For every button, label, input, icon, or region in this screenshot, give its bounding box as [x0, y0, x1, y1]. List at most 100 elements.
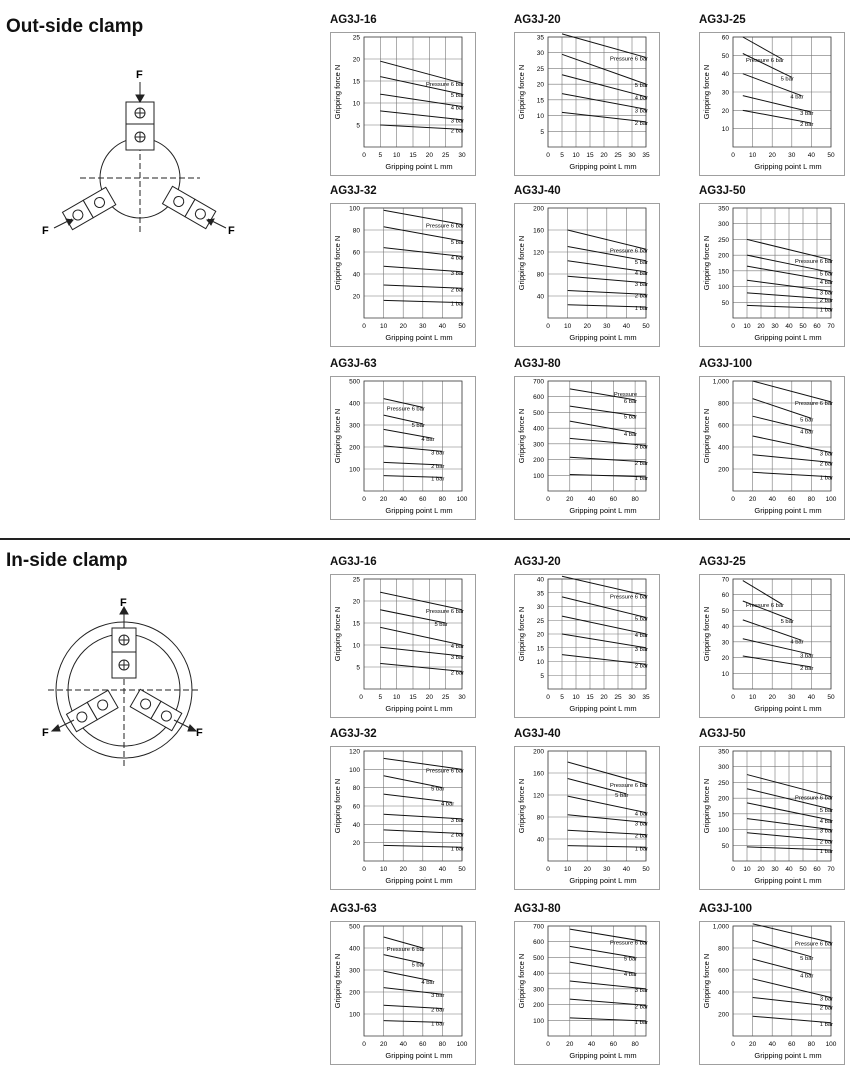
series-label: 4 bar — [635, 812, 648, 818]
x-axis-label: Gripping point L mm — [754, 1051, 821, 1060]
y-axis-label: Gripping force N — [333, 409, 342, 464]
x-tick-label: 10 — [380, 323, 388, 330]
x-tick-label: 0 — [731, 1041, 735, 1048]
series-line — [561, 615, 647, 635]
x-tick-label: 25 — [442, 152, 450, 159]
inside-clamp-diagram: F F F — [28, 596, 248, 776]
series-line — [746, 832, 832, 842]
series-line — [742, 53, 793, 78]
x-tick-label: 30 — [419, 323, 427, 330]
x-tick-label: 40 — [400, 496, 408, 503]
y-axis-label: Gripping force N — [517, 409, 526, 464]
y-tick-label: 80 — [537, 815, 545, 822]
series-line — [742, 619, 802, 641]
series-label: Pressure 6 bar — [795, 942, 833, 948]
series-line — [569, 474, 647, 478]
x-tick-label: 40 — [623, 866, 631, 873]
x-tick-label: 80 — [631, 496, 639, 503]
y-axis-label: Gripping force N — [702, 236, 711, 291]
plot-area — [547, 207, 647, 319]
series-label: 4 bar — [451, 106, 464, 112]
y-axis-label: Gripping force N — [702, 607, 711, 662]
x-tick-label: 20 — [426, 152, 434, 159]
y-tick-label: 300 — [718, 764, 729, 771]
x-tick-label: 50 — [827, 694, 835, 701]
series-line — [569, 961, 636, 974]
x-tick-label: 25 — [442, 694, 450, 701]
series-line — [567, 761, 647, 785]
y-tick-label: 600 — [718, 968, 729, 975]
x-tick-label: 30 — [458, 152, 466, 159]
series-line — [383, 757, 463, 770]
chart-frame — [330, 746, 476, 890]
y-axis-label: Gripping force N — [517, 65, 526, 120]
series-line — [742, 95, 812, 113]
x-tick-label: 30 — [771, 866, 779, 873]
x-tick-label: 40 — [769, 1041, 777, 1048]
x-tick-label: 0 — [546, 866, 550, 873]
y-tick-label: 20 — [353, 599, 361, 606]
x-tick-label: 0 — [362, 323, 366, 330]
x-tick-label: 0 — [731, 694, 735, 701]
series-label: 3 bar — [451, 655, 464, 661]
series-label: 3 bar — [635, 108, 648, 114]
series-line — [752, 380, 832, 403]
chart-frame — [330, 376, 476, 520]
x-tick-label: 35 — [642, 152, 650, 159]
x-tick-label: 50 — [827, 152, 835, 159]
section-title-inside: In-side clamp — [6, 550, 128, 571]
series-line — [567, 246, 647, 262]
y-tick-label: 200 — [533, 1002, 544, 1009]
y-tick-label: 40 — [537, 294, 545, 301]
series-line — [383, 970, 433, 982]
plot-area — [547, 925, 647, 1037]
series-line — [561, 633, 647, 649]
series-label: 4 bar — [624, 432, 637, 438]
chart-grid — [547, 36, 647, 147]
series-label: 2 bar — [451, 833, 464, 839]
series-label: 5 bar — [615, 793, 628, 799]
y-axis-label: Gripping force N — [517, 236, 526, 291]
x-tick-label: 0 — [359, 694, 363, 701]
series-label: Pressure 6 bar — [387, 406, 425, 412]
series-label: 1 bar — [820, 476, 833, 482]
series-line — [383, 461, 443, 466]
series-line — [746, 774, 832, 798]
y-tick-label: 200 — [533, 749, 544, 756]
plot-area — [732, 925, 832, 1037]
series-label: 5 bar — [781, 76, 794, 82]
x-tick-label: 80 — [808, 1041, 816, 1048]
series-line — [383, 1020, 443, 1023]
y-tick-label: 15 — [353, 621, 361, 628]
series-line — [742, 638, 812, 655]
y-tick-label: 200 — [349, 445, 360, 452]
series-line — [567, 275, 647, 284]
series-line — [569, 388, 636, 401]
x-tick-label: 40 — [439, 866, 447, 873]
x-tick-label: 30 — [628, 152, 636, 159]
series-line — [746, 292, 832, 300]
series-line — [383, 284, 463, 289]
series-label: 5 bar — [820, 271, 833, 277]
series-line — [380, 609, 446, 624]
series-line — [561, 93, 647, 110]
y-tick-label: 200 — [718, 796, 729, 803]
x-tick-label: 20 — [600, 694, 608, 701]
y-tick-label: 100 — [349, 206, 360, 213]
series-label: 2 bar — [635, 293, 648, 299]
x-axis-label: Gripping point L mm — [754, 704, 821, 713]
x-tick-label: 20 — [380, 1041, 388, 1048]
x-axis-label: Gripping point L mm — [569, 506, 636, 515]
x-tick-label: 20 — [380, 496, 388, 503]
y-tick-label: 20 — [353, 840, 361, 847]
x-tick-label: 80 — [439, 1041, 447, 1048]
series-line — [746, 818, 832, 831]
y-tick-label: 120 — [349, 749, 360, 756]
chart-title: AG3J-25 — [699, 556, 746, 568]
x-tick-label: 40 — [785, 323, 793, 330]
y-tick-label: 400 — [349, 946, 360, 953]
series-line — [567, 795, 647, 814]
